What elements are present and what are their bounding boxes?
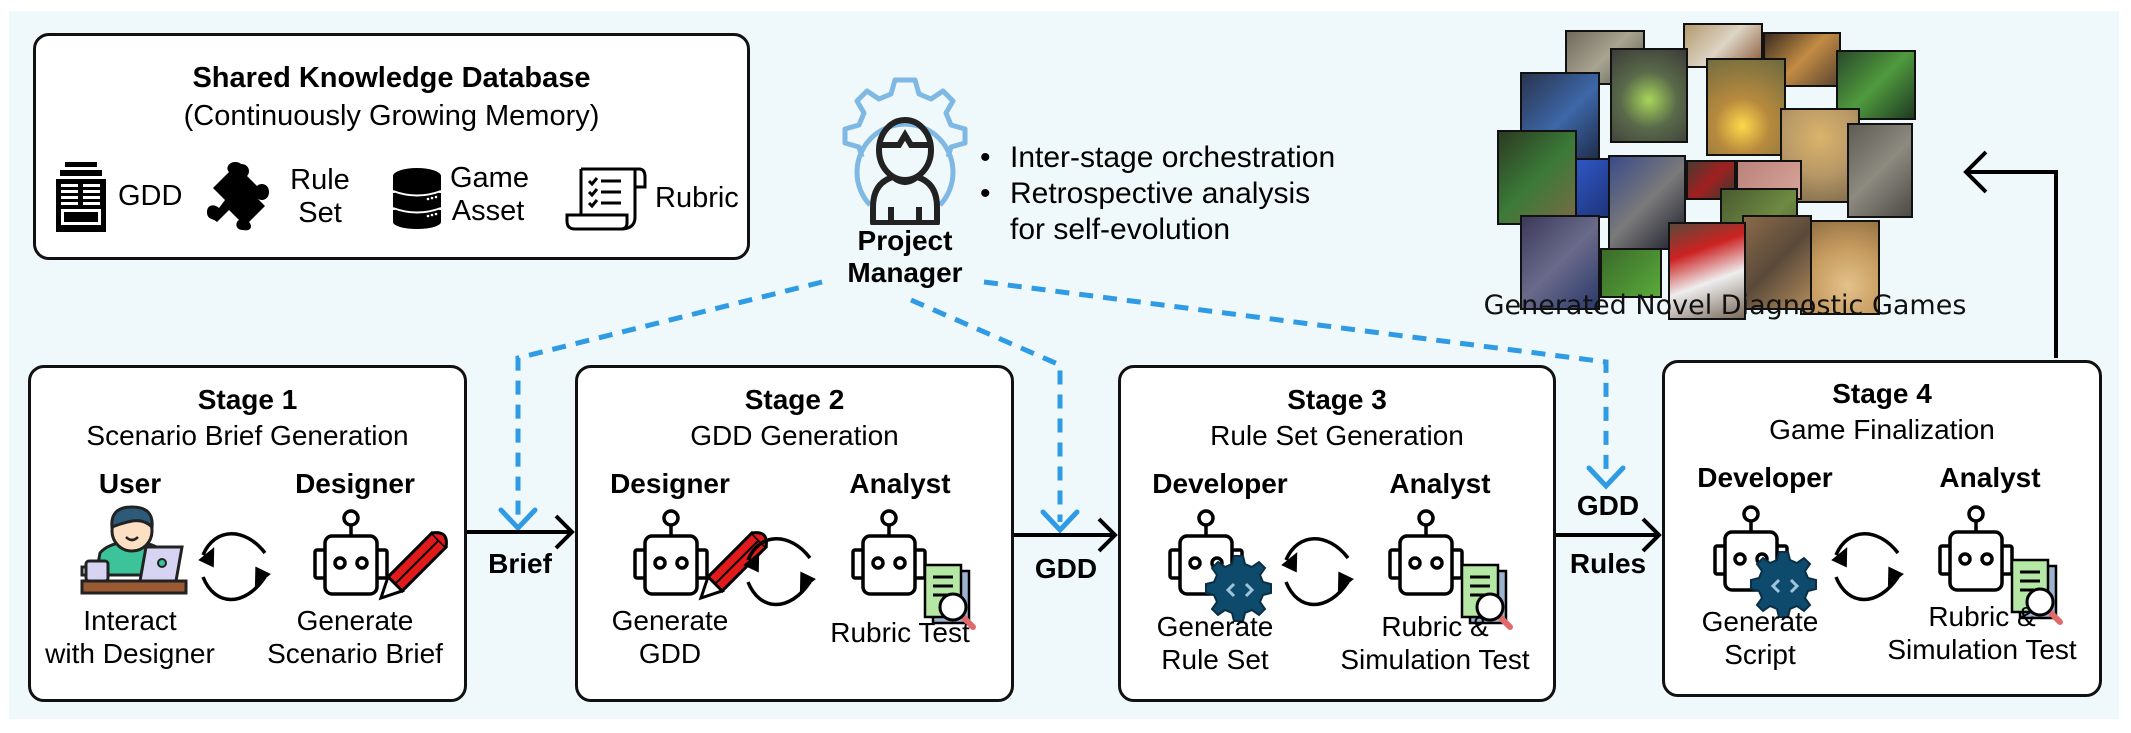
database-title: Shared Knowledge Database xyxy=(192,62,591,94)
stage-2-right-desc: Rubric Test xyxy=(810,616,990,649)
flow-label-gdd-2: GDD xyxy=(1576,490,1640,521)
desc-line: Rule Set xyxy=(1161,644,1269,675)
stage-2-panel xyxy=(575,365,1014,702)
db-item-gdd-label: GDD xyxy=(118,180,183,212)
stage-2-title: Stage 2 xyxy=(744,384,845,415)
game-thumbnail xyxy=(1520,215,1600,310)
desc-line: GDD xyxy=(638,638,702,669)
stage-4-left-desc: Generate Script xyxy=(1675,605,1845,671)
desc-line: Generate xyxy=(296,605,414,636)
desc-line: Rubric & xyxy=(1381,611,1489,642)
stage-4-panel xyxy=(1662,360,2102,697)
stage-1-right-desc: Generate Scenario Brief xyxy=(250,604,460,670)
desc-line: with Designer xyxy=(45,638,215,669)
label-line: Game xyxy=(450,162,529,194)
game-thumbnail xyxy=(1600,248,1662,298)
project-manager-label: Project Manager xyxy=(815,225,995,289)
database-subtitle: (Continuously Growing Memory) xyxy=(183,100,600,132)
bullet-item: for self-evolution xyxy=(980,212,1335,248)
stage-3-panel xyxy=(1118,365,1556,702)
stage-1-subtitle: Scenario Brief Generation xyxy=(86,420,409,451)
stage-3-right-desc: Rubric & Simulation Test xyxy=(1320,610,1550,676)
bullet-text: Retrospective analysis xyxy=(1010,177,1311,210)
bullet-text: for self-evolution xyxy=(1010,213,1231,246)
stage-3-subtitle: Rule Set Generation xyxy=(1210,420,1464,451)
desc-line: Simulation Test xyxy=(1340,644,1530,675)
stage-4-left-role: Developer xyxy=(1697,462,1833,493)
generated-games-caption: Generated Novel Diagnostic Games xyxy=(1483,290,1967,321)
desc-line: Simulation Test xyxy=(1887,634,2077,665)
stage-3-right-role: Analyst xyxy=(1389,468,1491,499)
desc-line: Generate xyxy=(1701,606,1819,637)
stage-2-left-desc: Generate GDD xyxy=(585,604,755,670)
desc-line: Rubric Test xyxy=(830,617,970,648)
bullet-marker: • xyxy=(980,177,991,210)
desc-line: Scenario Brief xyxy=(267,638,443,669)
user-laptop-icon xyxy=(80,505,188,595)
game-thumbnail xyxy=(1847,123,1913,218)
flow-label-gdd: GDD xyxy=(1034,553,1098,584)
stage-4-title: Stage 4 xyxy=(1832,378,1932,409)
checklist-scroll-icon xyxy=(565,167,647,231)
stage-2-left-role: Designer xyxy=(610,468,730,499)
bullet-item: • Inter-stage orchestration xyxy=(980,140,1335,176)
puzzle-icon xyxy=(207,162,269,231)
label-line: Asset xyxy=(451,195,525,227)
db-item-rubric-label: Rubric xyxy=(655,182,739,214)
stage-1-panel xyxy=(28,365,467,702)
stage-2-right-role: Analyst xyxy=(849,468,951,499)
stage-2-subtitle: GDD Generation xyxy=(690,420,899,451)
label-line: Set xyxy=(298,197,342,229)
label-line: Rule xyxy=(290,164,350,196)
db-item-game-asset-label: Game Asset xyxy=(450,162,529,228)
flow-label-brief: Brief xyxy=(488,548,552,579)
stage-3-left-role: Developer xyxy=(1152,468,1288,499)
bullet-text: Inter-stage orchestration xyxy=(1010,141,1336,174)
desc-line: Script xyxy=(1724,639,1796,670)
desc-line: Interact xyxy=(83,605,177,636)
shared-knowledge-database-panel xyxy=(33,33,750,260)
label-line: Project xyxy=(857,225,953,256)
stage-1-title: Stage 1 xyxy=(197,384,298,415)
generated-games-collage xyxy=(1480,20,1980,320)
game-thumbnail xyxy=(1610,48,1688,143)
game-thumbnail xyxy=(1668,222,1746,320)
desc-line: Rubric & xyxy=(1928,601,2036,632)
stage-4-right-desc: Rubric & Simulation Test xyxy=(1866,600,2098,666)
database-icon xyxy=(392,168,442,229)
bullet-marker: • xyxy=(980,141,991,174)
flow-label-rules: Rules xyxy=(1569,548,1647,579)
stage-4-subtitle: Game Finalization xyxy=(1769,414,1995,445)
stage-3-title: Stage 3 xyxy=(1287,384,1387,415)
game-thumbnail xyxy=(1706,58,1786,156)
project-manager-responsibilities: • Inter-stage orchestration • Retrospectiv… xyxy=(980,140,1335,248)
bullet-item: • Retrospective analysis xyxy=(980,176,1335,212)
stage-1-left-desc: Interact with Designer xyxy=(35,604,225,670)
stage-3-left-desc: Generate Rule Set xyxy=(1130,610,1300,676)
desc-line: Generate xyxy=(611,605,729,636)
desc-line: Generate xyxy=(1156,611,1274,642)
label-line: Manager xyxy=(847,257,963,288)
project-manager-icon xyxy=(842,77,968,225)
document-icon xyxy=(56,162,106,232)
stage-1-right-role: Designer xyxy=(295,468,415,499)
stage-1-left-role: User xyxy=(98,468,162,499)
stage-4-right-role: Analyst xyxy=(1939,462,2041,493)
db-item-rule-set-label: Rule Set xyxy=(285,164,355,230)
